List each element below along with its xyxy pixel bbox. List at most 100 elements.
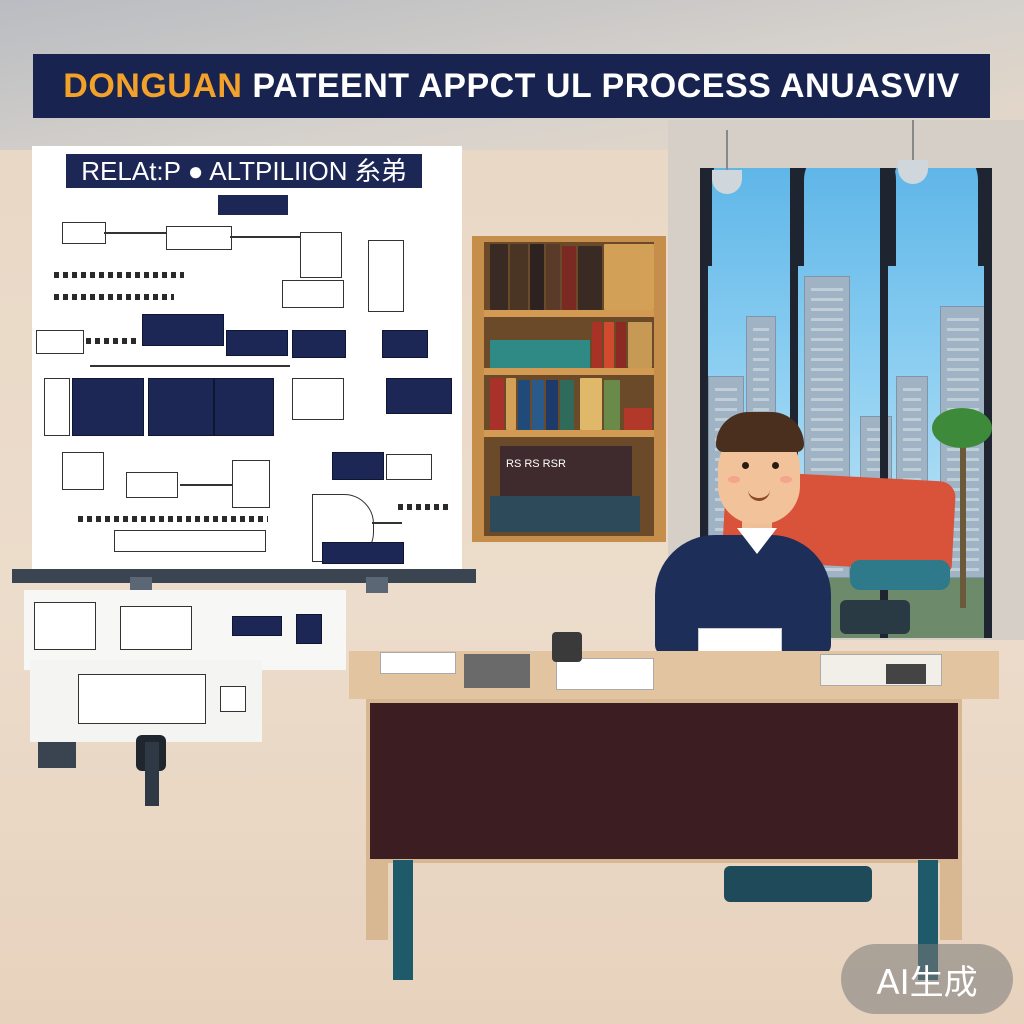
mug-icon: [552, 632, 582, 662]
book: [624, 408, 652, 430]
window-arch: [886, 168, 986, 266]
rail-clip: [366, 577, 388, 593]
shelf-board: [484, 310, 654, 317]
diagram-box: [386, 454, 432, 480]
paper-clip: [38, 742, 76, 768]
cheek: [780, 476, 792, 483]
banner-title-rest: PATEENT APPCT UL PROCESS ANUASVIV: [242, 66, 960, 105]
window-mullion: [984, 168, 992, 638]
diagram-box: [62, 452, 104, 490]
diagram-box: [62, 222, 106, 244]
diagram-text: [54, 272, 184, 278]
diagram-box: [114, 530, 266, 552]
diagram-box: [368, 240, 404, 312]
tablet: [464, 654, 530, 688]
diagram-box: [148, 378, 214, 436]
document-stack: [556, 658, 654, 690]
whiteboard-title: RELAt:P ● ALTPILIION 糸弟: [66, 154, 422, 188]
rail-clip: [130, 577, 152, 593]
book: [490, 244, 508, 310]
ai-generated-watermark: AI生成: [841, 944, 1013, 1014]
hanging-paper: [30, 660, 262, 742]
paper-sketch: [78, 674, 206, 724]
diagram-box: [72, 378, 144, 436]
diagram-box: [44, 378, 70, 436]
book: [532, 380, 544, 430]
shelf-tray: [490, 496, 640, 532]
connector-line: [104, 232, 166, 234]
eye: [742, 462, 749, 469]
book: [604, 322, 614, 368]
book: [506, 378, 516, 430]
diagram-box: [126, 472, 178, 498]
diagram-box: [322, 542, 404, 564]
connector-line: [180, 484, 232, 486]
book: [530, 244, 544, 310]
book: [578, 246, 602, 310]
window-mullion: [700, 168, 708, 638]
title-banner: DONGUAN PATEENT APPCT UL PROCESS ANUASVI…: [33, 54, 990, 118]
ceiling-lamp-icon: [712, 170, 742, 194]
diagram-text: [78, 516, 268, 522]
book: [546, 244, 560, 310]
paper-sketch: [220, 686, 246, 712]
diagram-box: [292, 330, 346, 358]
window-arch: [796, 168, 896, 266]
connector-line: [372, 522, 402, 524]
desk-leg: [393, 860, 413, 980]
book: [604, 244, 654, 310]
diagram-box: [142, 314, 224, 346]
desk-side: [366, 860, 388, 940]
chair-seat-under-desk: [724, 866, 872, 902]
window-mullion: [790, 168, 798, 638]
lamp-cord: [726, 130, 728, 170]
palm-tree: [932, 408, 992, 608]
banner-title: DONGUAN PATEENT APPCT UL PROCESS ANUASVI…: [63, 67, 959, 106]
book: [510, 244, 528, 310]
eye: [772, 462, 779, 469]
diagram-box: [36, 330, 84, 354]
ceiling-lamp-icon: [898, 160, 928, 184]
whiteboard-stand: [145, 742, 159, 806]
book: [592, 322, 602, 368]
book: [628, 322, 652, 368]
book: [616, 322, 626, 368]
book: [562, 246, 576, 310]
banner-title-accent: DONGUAN: [63, 66, 243, 105]
diagram-box: [386, 378, 452, 414]
desk-front: [366, 699, 962, 863]
chair-base: [840, 600, 910, 634]
chair-arm: [850, 560, 950, 590]
diagram-text: [398, 504, 450, 510]
diagram-box: [282, 280, 344, 308]
paper-box: [296, 614, 322, 644]
paper-box: [232, 616, 282, 636]
shelf-board: [484, 368, 654, 375]
whiteboard-rail: [12, 569, 476, 583]
stapler-icon: [886, 664, 926, 684]
person-hair: [716, 412, 804, 452]
paper-sketch: [34, 602, 96, 650]
diagram-text: [86, 338, 136, 344]
document: [380, 652, 456, 674]
diagram-box: [300, 232, 342, 278]
diagram-box: [232, 460, 270, 508]
connector-line: [230, 236, 300, 238]
connector-line: [90, 365, 290, 367]
shelf-board: [484, 430, 654, 437]
hanging-paper: [24, 590, 346, 670]
window-mullion: [880, 168, 888, 638]
book: [604, 380, 620, 430]
diagram-box: [292, 378, 344, 420]
diagram-box: [166, 226, 232, 250]
book: [518, 380, 530, 430]
diagram-box: [382, 330, 428, 358]
book: [490, 340, 590, 368]
cheek: [728, 476, 740, 483]
diagram-box: [214, 378, 274, 436]
diagram-box: [332, 452, 384, 480]
book: [490, 378, 504, 430]
diagram-text: [54, 294, 174, 300]
paper-sketch: [120, 606, 192, 650]
